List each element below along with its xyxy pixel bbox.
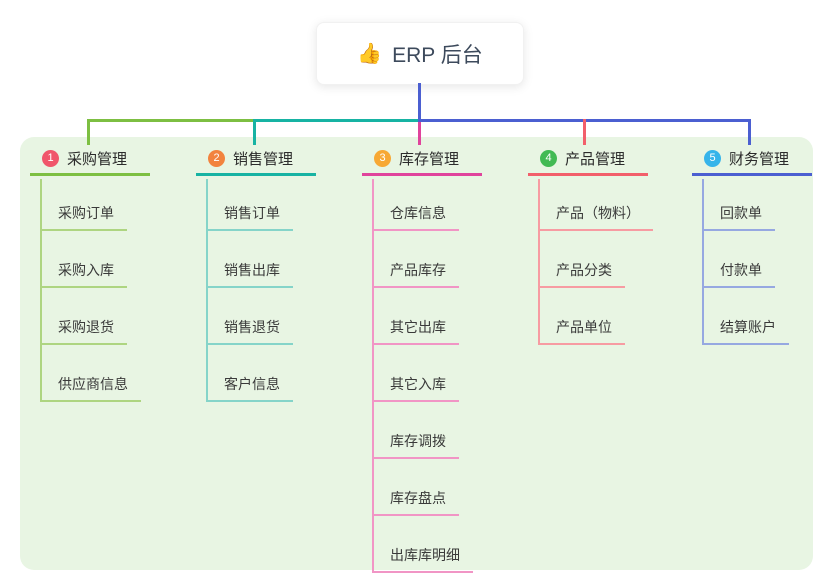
child-label: 库存调拨 — [390, 433, 446, 449]
child-node[interactable]: 其它入库 — [374, 345, 459, 402]
branch-children: 仓库信息产品库存其它出库其它入库库存调拨库存盘点出库库明细 — [372, 179, 473, 573]
branch-drop-line — [748, 119, 751, 145]
child-label: 回款单 — [720, 205, 762, 221]
branch-children: 回款单付款单结算账户 — [702, 179, 789, 345]
child-label: 结算账户 — [720, 319, 776, 335]
child-node[interactable]: 采购退货 — [42, 288, 127, 345]
child-label: 采购退货 — [58, 319, 114, 335]
branch-drop-line — [87, 119, 90, 145]
child-label: 销售出库 — [224, 262, 280, 278]
branch-node[interactable]: 5 财务管理 — [692, 146, 812, 176]
child-node[interactable]: 销售退货 — [208, 288, 293, 345]
branch-children: 采购订单采购入库采购退货供应商信息 — [40, 179, 141, 402]
child-label: 仓库信息 — [390, 205, 446, 221]
child-label: 出库库明细 — [390, 547, 460, 563]
child-node[interactable]: 销售出库 — [208, 231, 293, 288]
branch-drop-line — [418, 122, 421, 145]
child-node[interactable]: 供应商信息 — [42, 345, 141, 402]
child-label: 销售订单 — [224, 205, 280, 221]
branches-background-panel — [20, 137, 813, 570]
child-label: 采购入库 — [58, 262, 114, 278]
child-node[interactable]: 产品分类 — [540, 231, 625, 288]
branch-number-badge: 2 — [208, 150, 225, 167]
child-node[interactable]: 结算账户 — [704, 288, 789, 345]
root-node[interactable]: 👍 ERP 后台 — [316, 22, 524, 85]
child-node[interactable]: 销售订单 — [208, 179, 293, 231]
child-node[interactable]: 出库库明细 — [374, 516, 473, 573]
child-label: 库存盘点 — [390, 490, 446, 506]
child-label: 供应商信息 — [58, 376, 128, 392]
child-label: 付款单 — [720, 262, 762, 278]
child-node[interactable]: 库存盘点 — [374, 459, 459, 516]
branch-number-badge: 5 — [704, 150, 721, 167]
branch-label: 财务管理 — [729, 151, 790, 168]
branch-label: 库存管理 — [399, 151, 460, 168]
child-node[interactable]: 客户信息 — [208, 345, 293, 402]
branch-number-badge: 4 — [540, 150, 557, 167]
branch-label: 销售管理 — [233, 151, 294, 168]
branch-drop-line — [253, 119, 256, 145]
child-node[interactable]: 产品（物料） — [540, 179, 653, 231]
child-node[interactable]: 仓库信息 — [374, 179, 459, 231]
child-node[interactable]: 付款单 — [704, 231, 775, 288]
branch-node[interactable]: 4 产品管理 — [528, 146, 648, 176]
child-node[interactable]: 采购订单 — [42, 179, 127, 231]
branch-label: 产品管理 — [565, 151, 626, 168]
child-label: 销售退货 — [224, 319, 280, 335]
child-label: 采购订单 — [58, 205, 114, 221]
child-label: 其它出库 — [390, 319, 446, 335]
branch-children: 产品（物料） 产品分类产品单位 — [538, 179, 653, 345]
branch-label: 采购管理 — [67, 151, 128, 168]
branch-drop-line — [583, 119, 586, 145]
child-label: 产品分类 — [556, 262, 612, 278]
bus-segment-line — [87, 119, 253, 122]
root-label: ERP 后台 — [392, 43, 483, 67]
branch-number-badge: 1 — [42, 150, 59, 167]
child-label: 产品库存 — [390, 262, 446, 278]
child-node[interactable]: 产品单位 — [540, 288, 625, 345]
branch-children: 销售订单销售出库销售退货客户信息 — [206, 179, 293, 402]
bus-segment-line — [253, 119, 418, 122]
child-label: 客户信息 — [224, 376, 280, 392]
child-node[interactable]: 回款单 — [704, 179, 775, 231]
thumbs-up-icon: 👍 — [357, 42, 383, 65]
child-label: 其它入库 — [390, 376, 446, 392]
branch-node[interactable]: 2 销售管理 — [196, 146, 316, 176]
branch-node[interactable]: 3 库存管理 — [362, 146, 482, 176]
child-label: 产品（物料） — [556, 205, 640, 221]
child-node[interactable]: 产品库存 — [374, 231, 459, 288]
branch-node[interactable]: 1 采购管理 — [30, 146, 150, 176]
child-label: 产品单位 — [556, 319, 612, 335]
child-node[interactable]: 库存调拨 — [374, 402, 459, 459]
child-node[interactable]: 其它出库 — [374, 288, 459, 345]
branch-number-badge: 3 — [374, 150, 391, 167]
child-node[interactable]: 采购入库 — [42, 231, 127, 288]
root-stem-line — [418, 83, 421, 119]
